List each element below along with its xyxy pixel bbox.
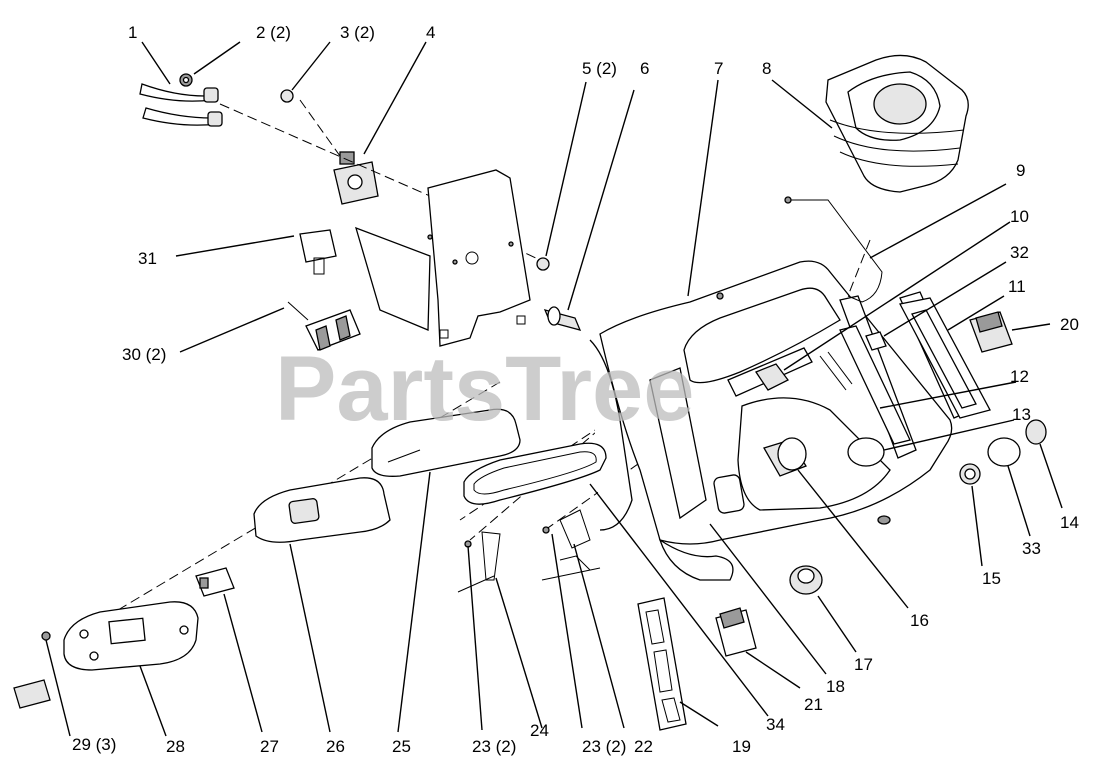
part-20-switch [969,311,1013,353]
callout-32: 32 [1010,243,1029,262]
callout-23-right: 23 (2) [582,737,626,756]
callout-23-left: 23 (2) [472,737,516,756]
part-8-boot [825,54,969,193]
callout-18: 18 [826,677,845,696]
callout-21: 21 [804,695,823,714]
callout-7: 7 [714,59,723,78]
part-31-relay [299,229,337,275]
callout-17: 17 [854,655,873,674]
part-22-lever [541,509,601,581]
callout-8: 8 [762,59,771,78]
callout-labels: 1 2 (2) 3 (2) 4 5 (2) 6 7 8 9 10 32 11 2… [72,23,1079,756]
part-21-switch [715,607,757,657]
callout-4: 4 [426,23,435,42]
leader-lines [45,41,1063,737]
callout-6: 6 [640,59,649,78]
callout-26: 26 [326,737,345,756]
part-4-switch [333,151,379,205]
part-2-nut [179,73,193,87]
part-16-ignition [763,437,807,477]
part-10-knob [755,351,853,391]
callout-31: 31 [138,249,157,268]
callout-28: 28 [166,737,185,756]
callout-9: 9 [1016,161,1025,180]
part-29-screw [13,631,51,709]
part-11-strip [899,297,991,419]
callout-34: 34 [766,715,785,734]
part-24-lever [457,531,501,593]
callout-22: 22 [634,737,653,756]
callout-29: 29 (3) [72,735,116,754]
part-27-switch [195,567,235,597]
callout-2: 2 (2) [256,23,291,42]
callout-14: 14 [1060,513,1079,532]
part-1-rods [139,83,223,127]
part-15-nut [959,463,981,485]
part-6-bolt [543,306,582,331]
callout-20: 20 [1060,315,1079,334]
callout-19: 19 [732,737,751,756]
callout-16: 16 [910,611,929,630]
callout-30: 30 (2) [122,345,166,364]
callout-33: 33 [1022,539,1041,558]
callout-3: 3 (2) [340,23,375,42]
part-26-panel [253,477,391,543]
parts-artwork [13,54,1047,731]
part-25-cover [371,408,521,477]
callout-25: 25 [392,737,411,756]
callout-12: 12 [1010,367,1029,386]
part-33-washer [987,437,1021,467]
callout-5: 5 (2) [582,59,617,78]
part-30-connector [287,301,361,351]
part-12-strip [839,325,911,445]
part-17-knob [789,565,823,595]
callout-1: 1 [128,23,137,42]
part-9-rod [784,196,883,303]
part-19-strip [637,597,687,731]
part-3-nut [280,89,294,103]
callout-15: 15 [982,569,1001,588]
callout-27: 27 [260,737,279,756]
callout-13: 13 [1012,405,1031,424]
part-34-bezel [463,442,607,505]
callout-10: 10 [1010,207,1029,226]
part-bracket-plate [355,169,531,347]
part-14-cap [1025,419,1047,445]
callout-11: 11 [1008,277,1026,296]
part-32-button [865,331,887,351]
callout-24: 24 [530,721,549,740]
watermark: PartsTree [275,338,694,440]
part-28-plate [63,601,199,671]
part-5-screw [536,257,550,271]
